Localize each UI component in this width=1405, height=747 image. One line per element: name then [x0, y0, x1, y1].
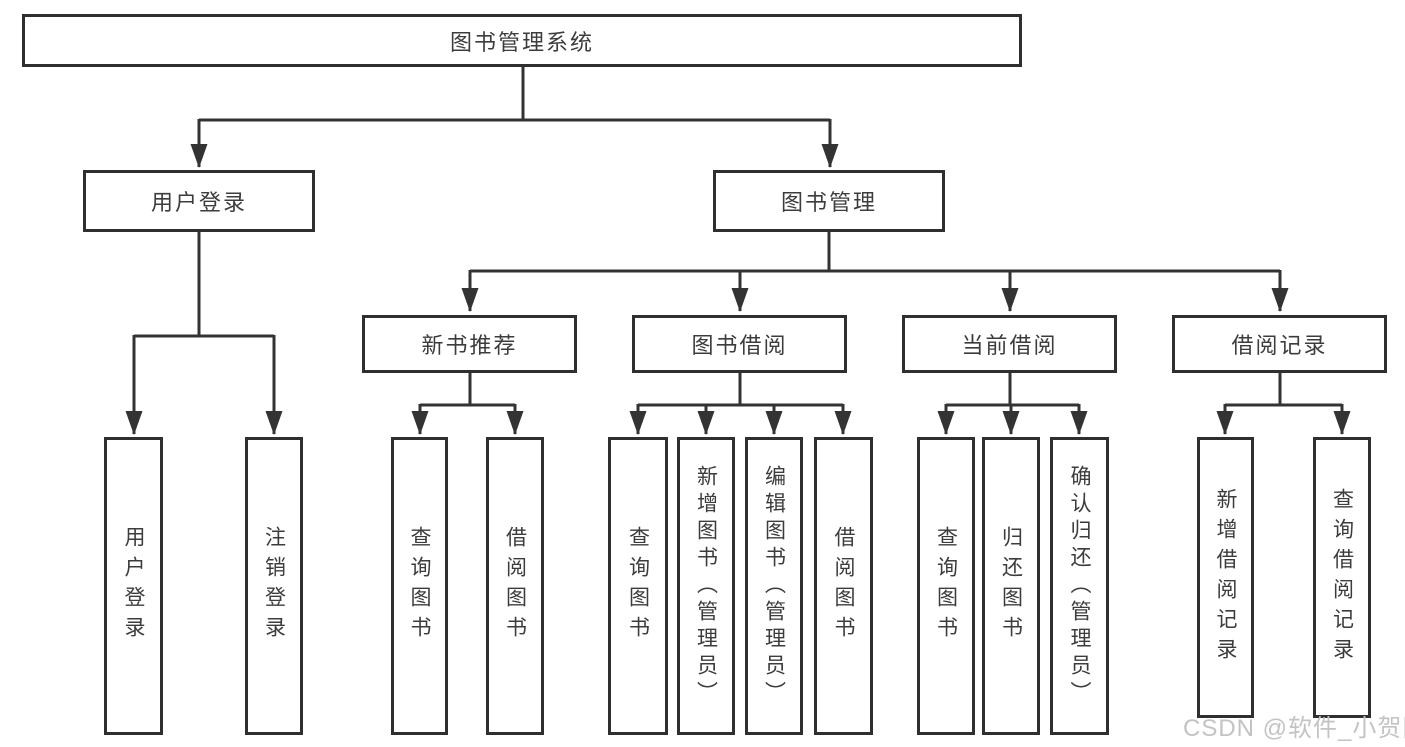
leaf-query-borrow-record: 查询借阅记录: [1313, 437, 1371, 718]
node-new-book-rec: 新书推荐: [362, 315, 577, 373]
leaf-add-borrow-record-label: 新增借阅记录: [1214, 487, 1237, 668]
leaf-query-book-rec-label: 查询图书: [408, 526, 431, 646]
node-book-mgmt: 图书管理: [713, 170, 945, 232]
leaf-user-login-label: 用户登录: [122, 526, 145, 646]
leaf-confirm-return-admin-label: 确认归还（管理员）: [1068, 464, 1091, 708]
leaf-confirm-return-admin: 确认归还（管理员）: [1050, 437, 1109, 735]
leaf-logout: 注销登录: [245, 437, 303, 735]
leaf-add-book-admin: 新增图书（管理员）: [677, 437, 735, 735]
node-root: 图书管理系统: [22, 14, 1022, 67]
leaf-query-book-rec: 查询图书: [391, 437, 448, 735]
leaf-edit-book-admin-label: 编辑图书（管理员）: [762, 464, 786, 708]
node-current-borrow-label: 当前借阅: [961, 333, 1058, 358]
node-borrow-record-label: 借阅记录: [1231, 333, 1328, 358]
leaf-return-book-label: 归还图书: [999, 526, 1023, 646]
leaf-borrow-book-borrow-label: 借阅图书: [832, 526, 855, 646]
node-book-borrow-label: 图书借阅: [691, 333, 788, 358]
node-book-mgmt-label: 图书管理: [780, 190, 877, 215]
leaf-query-borrow-record-label: 查询借阅记录: [1330, 487, 1354, 668]
watermark: CSDN @软件_小贺同学: [1183, 715, 1405, 742]
leaf-edit-book-admin: 编辑图书（管理员）: [745, 437, 803, 735]
leaf-query-book-current: 查询图书: [917, 437, 975, 735]
leaf-return-book: 归还图书: [982, 437, 1040, 735]
node-user-login: 用户登录: [83, 170, 315, 232]
node-current-borrow: 当前借阅: [902, 315, 1117, 373]
leaf-query-book-current-label: 查询图书: [934, 526, 958, 646]
leaf-logout-label: 注销登录: [262, 526, 286, 646]
leaf-add-borrow-record: 新增借阅记录: [1197, 437, 1254, 718]
leaf-add-book-admin-label: 新增图书（管理员）: [694, 464, 718, 708]
node-user-login-label: 用户登录: [150, 190, 247, 215]
node-new-book-rec-label: 新书推荐: [421, 333, 518, 358]
node-book-borrow: 图书借阅: [632, 315, 847, 373]
leaf-query-book-borrow: 查询图书: [608, 437, 668, 735]
node-borrow-record: 借阅记录: [1172, 315, 1387, 373]
leaf-user-login: 用户登录: [104, 437, 163, 735]
leaf-borrow-book-rec: 借阅图书: [486, 437, 544, 735]
leaf-borrow-book-rec-label: 借阅图书: [503, 526, 527, 646]
leaf-borrow-book-borrow: 借阅图书: [814, 437, 873, 735]
node-root-label: 图书管理系统: [449, 29, 594, 55]
leaf-query-book-borrow-label: 查询图书: [626, 526, 650, 646]
